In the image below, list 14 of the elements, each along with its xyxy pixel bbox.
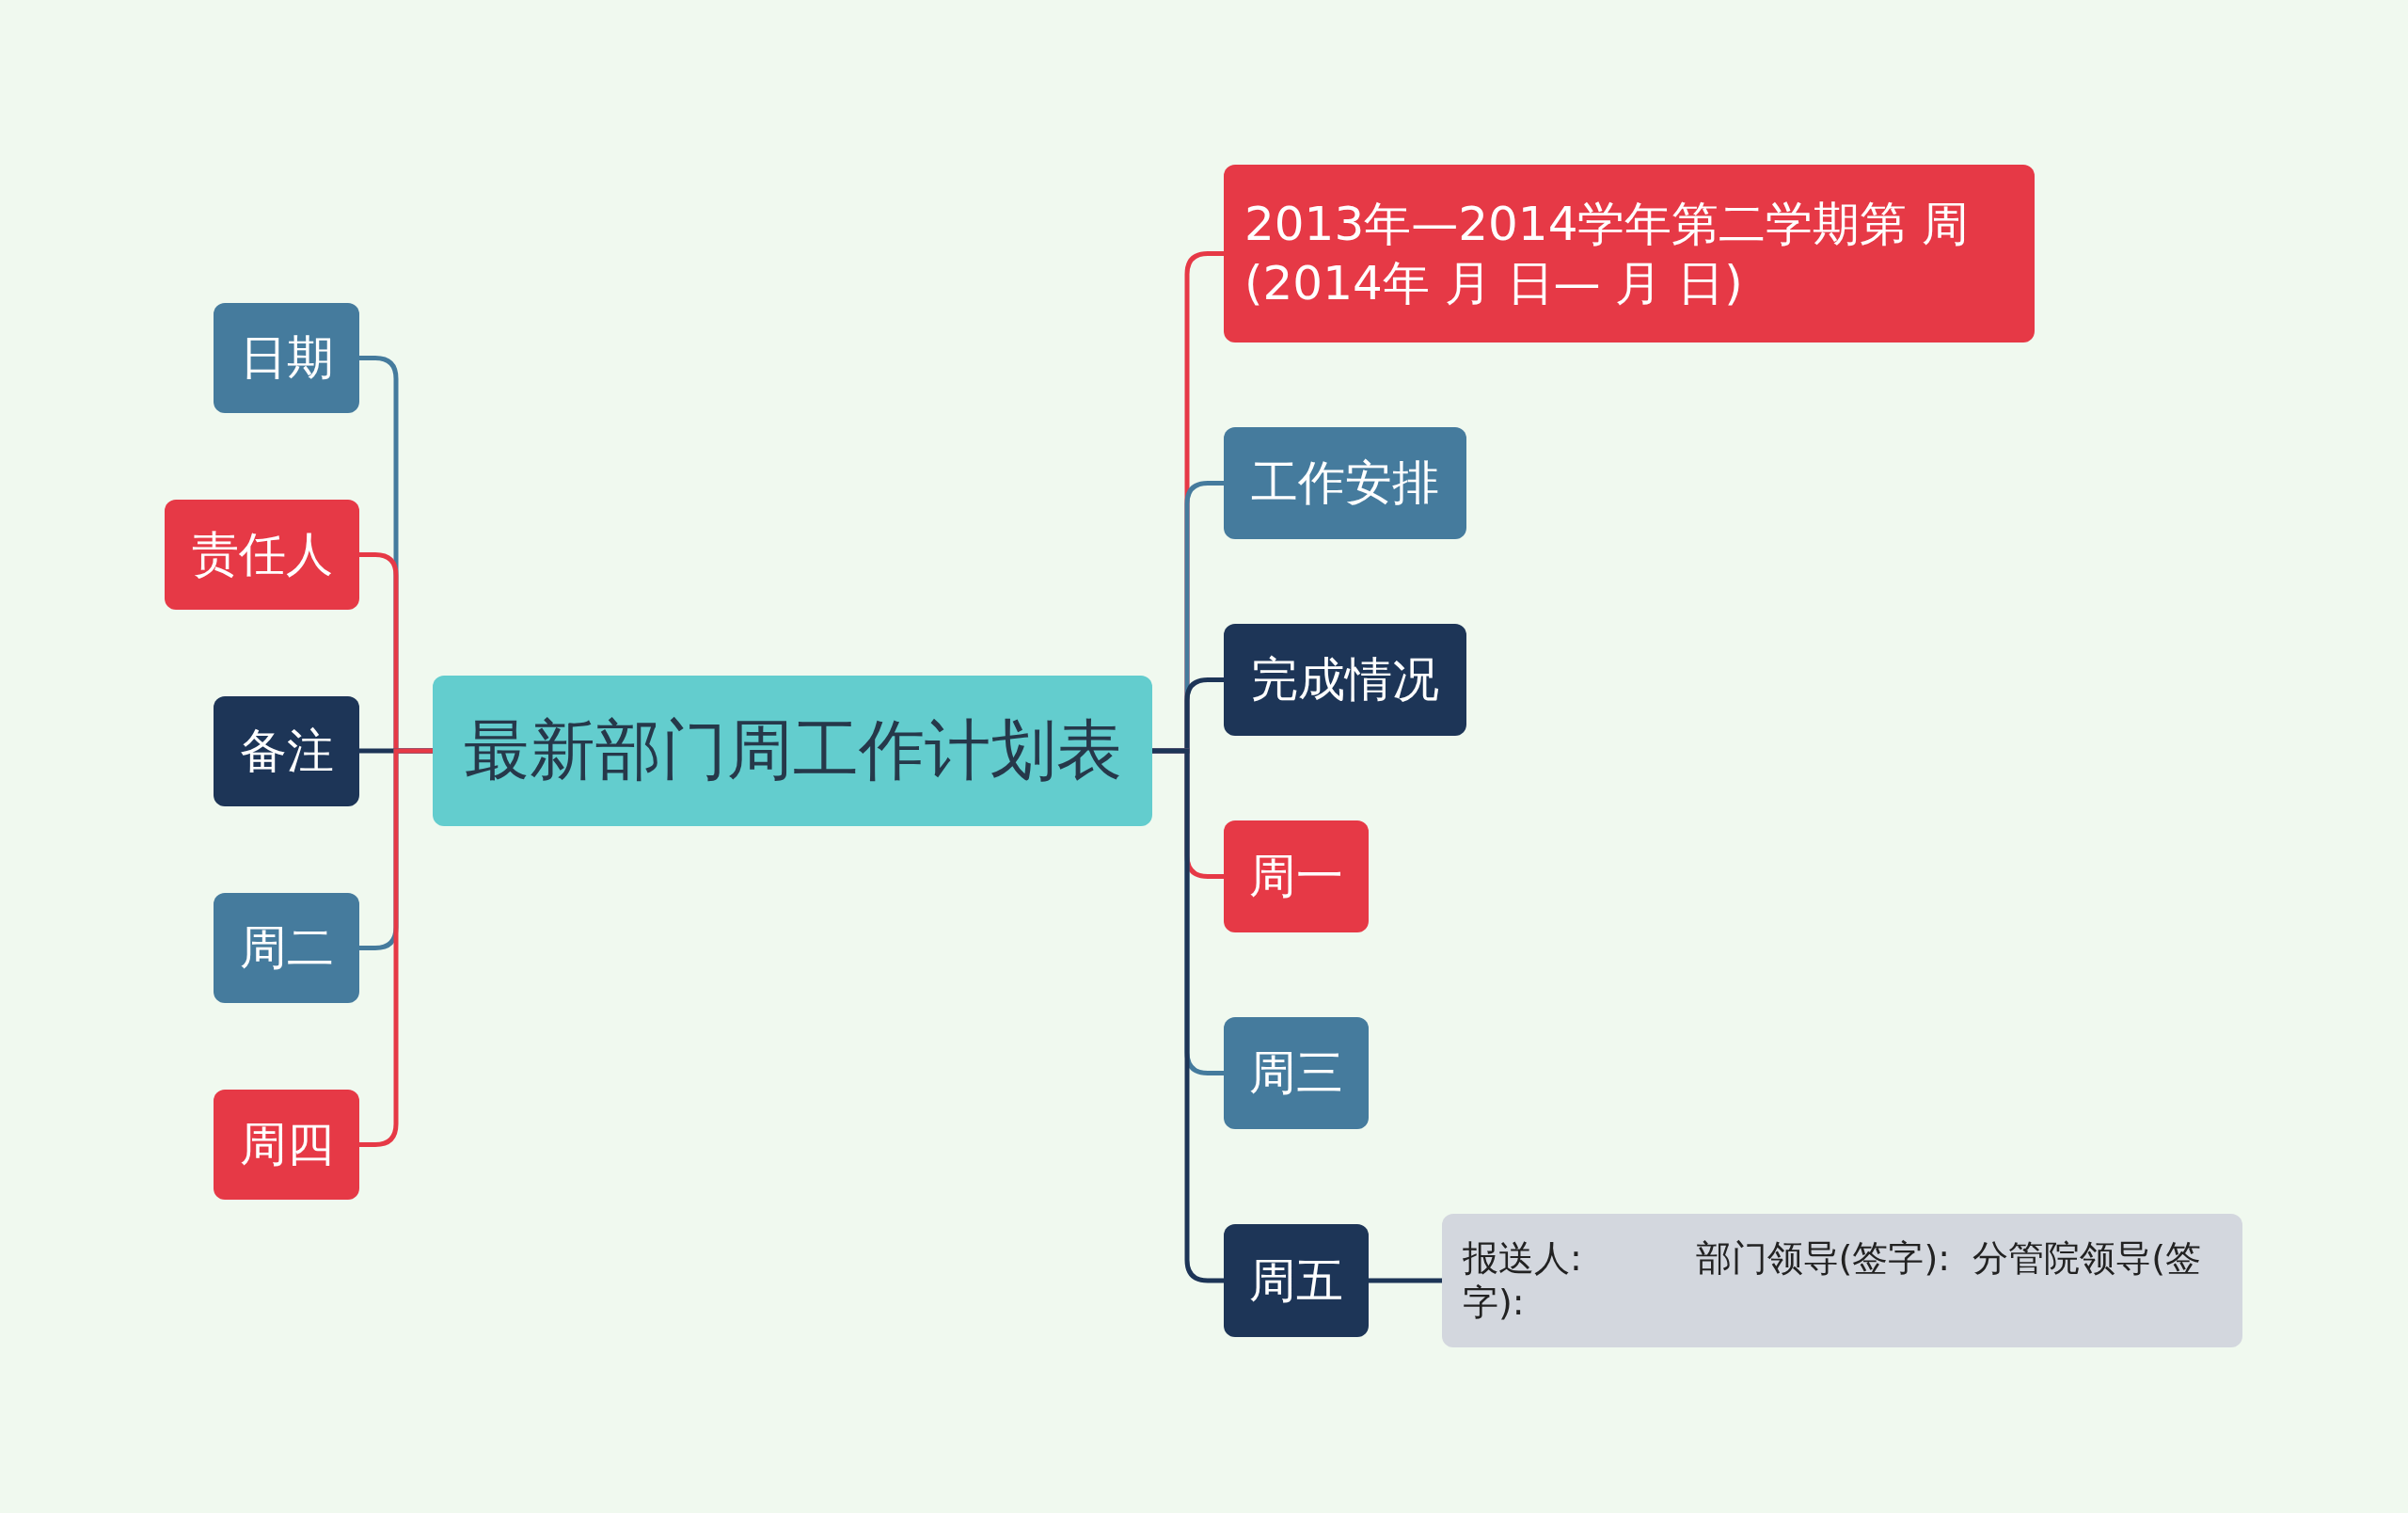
topic-box: 周一: [1224, 820, 1369, 932]
topic-box: 完成情况: [1224, 624, 1466, 736]
topic-box: 2013年—2014学年第二学期第 周(2014年 月 日— 月 日): [1224, 165, 2035, 342]
topic-box: 工作安排: [1224, 427, 1466, 539]
topic-box: 备注: [214, 696, 359, 806]
connector-line: [1369, 1278, 1442, 1283]
topic-box: 责任人: [165, 500, 359, 610]
topic-box: 周五: [1224, 1224, 1369, 1337]
topic-box: 日期: [214, 303, 359, 413]
note-box: 报送人: 部门领导(签字): 分管院领导(签字):: [1442, 1214, 2242, 1347]
central-topic: 最新部门周工作计划表: [433, 676, 1152, 826]
topic-box: 周三: [1224, 1017, 1369, 1129]
topic-box: 周二: [214, 893, 359, 1003]
topic-box: 周四: [214, 1090, 359, 1200]
